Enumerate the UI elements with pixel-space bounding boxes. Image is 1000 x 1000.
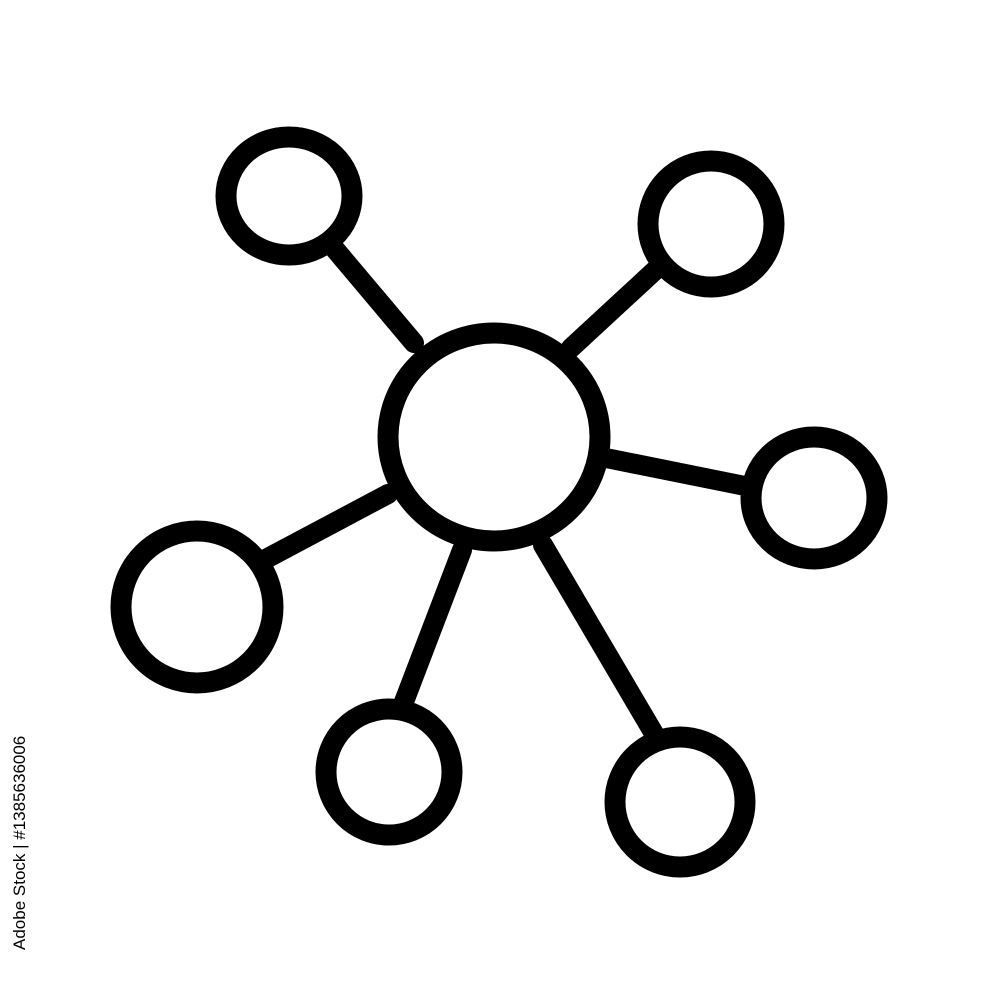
link-bottom-left xyxy=(392,540,472,717)
hub-node xyxy=(377,322,611,552)
watermark-id-text: Adobe Stock | #1385636006 xyxy=(10,735,29,950)
link-left xyxy=(252,484,398,571)
link-right xyxy=(596,448,760,497)
link-top-right xyxy=(561,253,673,358)
link-bottom-right xyxy=(533,535,666,747)
node-top-right xyxy=(637,150,785,298)
node-bottom-right xyxy=(604,726,756,878)
node-left xyxy=(110,520,284,694)
node-right xyxy=(740,426,888,570)
node-top-left xyxy=(215,126,363,266)
link-top-left xyxy=(324,238,424,353)
node-bottom-left xyxy=(315,698,463,846)
